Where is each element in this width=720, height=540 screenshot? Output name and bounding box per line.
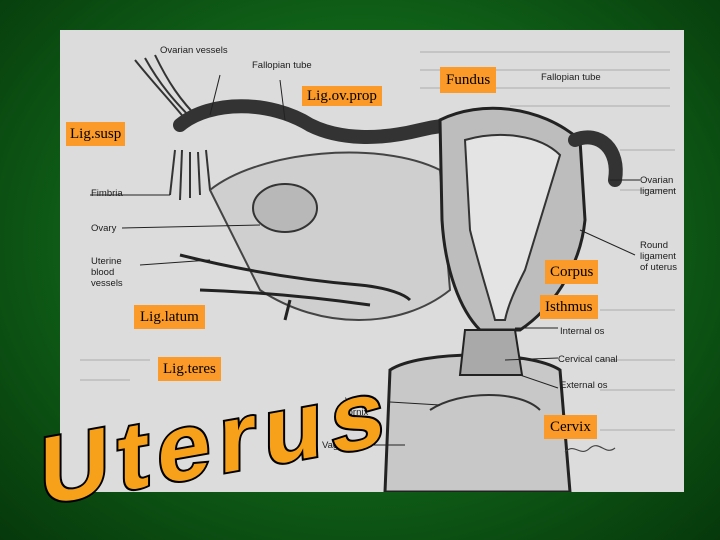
uterine-vessels-shape	[179, 253, 412, 321]
fimbria-shape	[169, 149, 211, 201]
label-internal-os: Internal os	[560, 326, 605, 337]
label-ovary: Ovary	[91, 223, 117, 234]
label-vaginal-fornix: Vaginal fornix	[345, 396, 376, 418]
label-ovarian-ligament: Ovarian ligament	[640, 175, 676, 197]
tag-cervix: Cervix	[544, 415, 597, 439]
tag-lig-latum: Lig.latum	[134, 305, 205, 329]
label-round-ligament: Round ligament of uterus	[640, 240, 677, 273]
label-cervical-canal: Cervical canal	[558, 354, 618, 365]
uterine-cavity-shape	[463, 134, 562, 321]
leader-lines	[90, 74, 640, 446]
label-uterine-blood-vessels: Uterine blood vessels	[91, 256, 123, 289]
tag-isthmus: Isthmus	[540, 295, 598, 319]
tag-corpus: Corpus	[545, 260, 599, 284]
label-external-os: External os	[560, 380, 608, 391]
tag-lig-susp: Lig.susp	[66, 122, 126, 146]
tag-lig-ov-prop: Lig.ov.prop	[302, 86, 382, 106]
label-ovarian-vessels: Ovarian vessels	[160, 45, 228, 56]
artist-signature	[564, 445, 616, 453]
label-fallopian-tube-right: Fallopian tube	[541, 72, 601, 83]
uterus-illustration	[80, 51, 675, 492]
slide-title: Uterus	[40, 356, 392, 526]
label-fallopian-tube-left: Fallopian tube	[252, 60, 312, 71]
right-tube-shape	[568, 130, 623, 187]
tag-fundus: Fundus	[440, 67, 497, 93]
vaginal-fold-shape	[429, 394, 541, 411]
cervix-shape	[458, 329, 524, 376]
ovary-shape	[252, 183, 318, 233]
label-fimbria: Fimbria	[91, 188, 123, 199]
label-vagina: Vagina	[322, 440, 351, 451]
tag-lig-teres: Lig.teres	[158, 357, 221, 381]
